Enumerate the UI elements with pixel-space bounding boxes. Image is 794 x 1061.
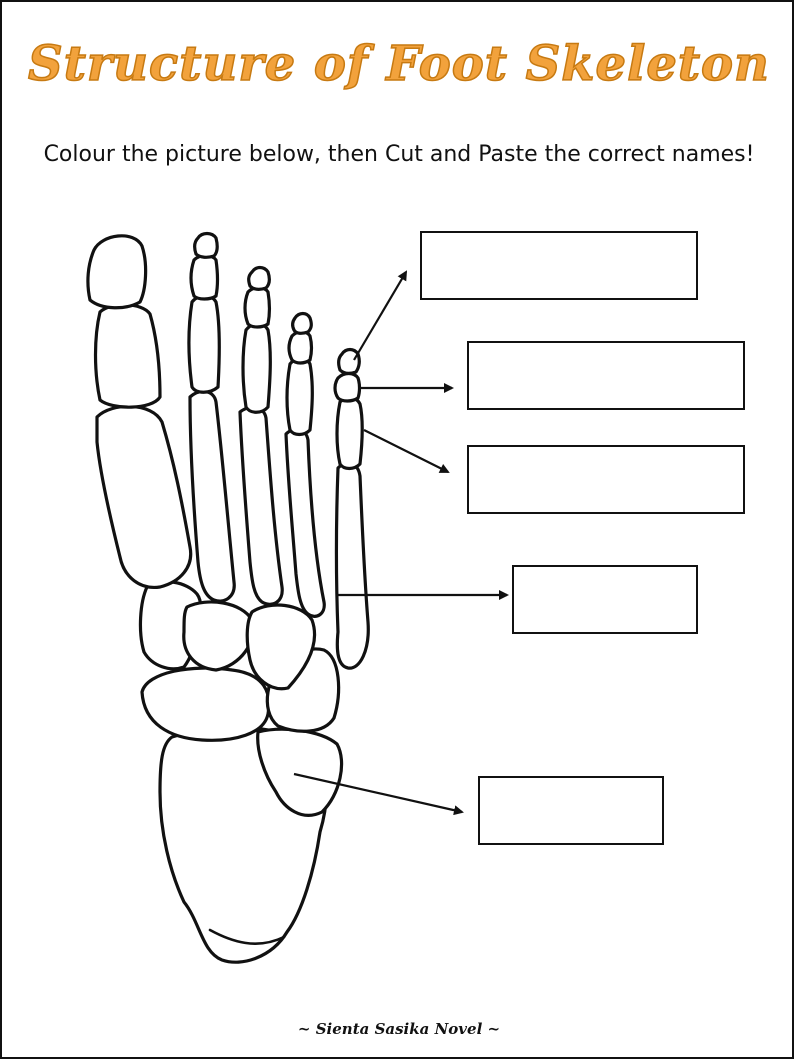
toe-4-middle-phalanx: [287, 329, 314, 365]
toe-5-proximal-phalanx: [335, 396, 364, 471]
toe-3-proximal-phalanx: [241, 322, 272, 414]
big-toe-proximal-phalanx: [93, 303, 162, 409]
metatarsal-3-bone: [238, 405, 284, 606]
metatarsal-1-bone: [95, 404, 193, 589]
toe-4-proximal-phalanx: [285, 356, 314, 437]
toe-2-middle-phalanx: [189, 253, 220, 301]
toe-5-middle-phalanx: [333, 371, 362, 403]
calcaneus-heel-line: [208, 928, 286, 945]
talus-bone: [256, 727, 344, 817]
label-box-middle-phalanx[interactable]: [467, 341, 745, 410]
label-box-proximal-phalanx[interactable]: [467, 445, 745, 514]
label-box-tarsal[interactable]: [478, 776, 664, 845]
metatarsal-4-bone: [284, 427, 326, 618]
instruction-text: Colour the picture below, then Cut and P…: [43, 142, 755, 167]
navicular-bone: [140, 666, 271, 742]
author-credit: ~ Sienta Sasika Novel ~: [297, 1020, 501, 1038]
toe-5-distal-phalanx: [337, 347, 361, 375]
lateral-cuneiform-bone: [245, 603, 317, 691]
arrow-to-box-5: [293, 772, 464, 816]
toe-4-distal-phalanx: [291, 311, 313, 335]
arrow-to-box-3: [363, 429, 450, 473]
label-box-distal-phalanx[interactable]: [420, 231, 698, 300]
metatarsal-2-bone: [188, 389, 236, 603]
label-box-metatarsal[interactable]: [512, 565, 698, 634]
metatarsal-5-bone: [334, 461, 370, 670]
big-toe-distal-phalanx: [86, 234, 148, 310]
toe-2-proximal-phalanx: [187, 294, 221, 394]
toe-3-middle-phalanx: [243, 285, 272, 329]
intermediate-cuneiform-bone: [182, 600, 255, 672]
arrow-to-box-1: [353, 270, 408, 361]
worksheet-title: Structure of Foot Skeleton: [27, 35, 770, 93]
toe-2-distal-phalanx: [193, 231, 219, 259]
toe-3-distal-phalanx: [247, 265, 271, 291]
